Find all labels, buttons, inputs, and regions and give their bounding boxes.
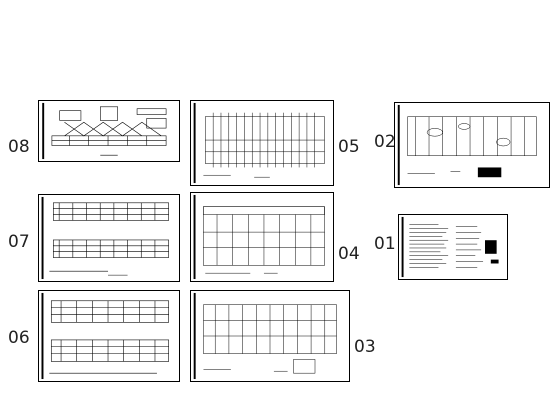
- sheet-02-drawing: [397, 104, 537, 186]
- sheet-06-drawing: [41, 292, 169, 380]
- sheet-01-drawing: [401, 216, 499, 278]
- sheet-number-05: 05: [338, 137, 360, 157]
- sheet-number-03: 03: [354, 337, 376, 357]
- drawing-sheet-02[interactable]: [394, 102, 550, 188]
- sheet-number-07: 07: [8, 232, 30, 252]
- sheet-07-drawing: [41, 196, 169, 280]
- drawing-sheet-05[interactable]: [190, 100, 334, 186]
- sheet-05-drawing: [193, 102, 325, 184]
- sheet-number-08: 08: [8, 137, 30, 157]
- drawing-sheet-03[interactable]: [190, 290, 350, 382]
- sheet-03-drawing: [193, 292, 337, 380]
- drawing-sheet-08[interactable]: [38, 100, 180, 162]
- sheet-number-06: 06: [8, 328, 30, 348]
- drawing-sheet-07[interactable]: [38, 194, 180, 282]
- sheet-number-01: 01: [374, 234, 396, 254]
- sheet-number-04: 04: [338, 244, 360, 264]
- drawing-sheet-06[interactable]: [38, 290, 180, 382]
- drawing-sheet-01[interactable]: [398, 214, 508, 280]
- sheet-08-drawing: [42, 102, 167, 160]
- sheet-number-02: 02: [374, 132, 396, 152]
- sheet-04-drawing: [193, 194, 325, 280]
- drawing-sheet-04[interactable]: [190, 192, 334, 282]
